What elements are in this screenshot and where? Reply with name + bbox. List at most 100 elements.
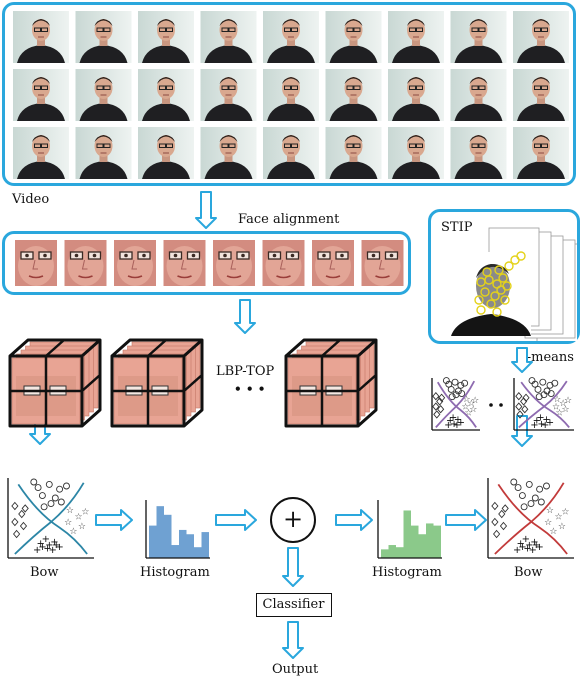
video-frame: [263, 69, 319, 121]
bow-star-marker: ☆: [463, 395, 471, 405]
histogram-bar: [171, 545, 179, 558]
video-frame: [138, 69, 194, 121]
bow-diamond-marker: [438, 393, 446, 402]
bow-star-marker: ☆: [74, 512, 82, 522]
bow-decision-boundary: [14, 482, 85, 555]
arrow-video-to-faces: [195, 191, 217, 229]
histogram-bar: [149, 525, 157, 558]
histogram-bar: [156, 506, 164, 558]
bow-plus-marker: +: [55, 542, 63, 553]
bow-star-marker: ☆: [562, 405, 570, 415]
arrow-faces-to-cubes: [234, 299, 256, 334]
bow-plus-marker: +: [530, 420, 538, 431]
bow-plus-marker: +: [546, 418, 554, 429]
stip-point: [500, 295, 510, 305]
fusion-node: +: [270, 497, 316, 543]
histogram-bar: [396, 547, 404, 558]
bow-circle-marker: [458, 390, 466, 398]
bow-circle-marker: [461, 379, 469, 387]
classifier-label: Classifier: [262, 597, 325, 612]
bow-diamond-marker: [432, 392, 440, 401]
bow-circle-marker: [540, 391, 548, 399]
k-means-label: K-means: [518, 350, 574, 365]
video-frame: [263, 127, 319, 179]
bow-star-marker: ☆: [549, 527, 557, 537]
bow-circle-marker: [38, 492, 46, 500]
video-frame: [513, 127, 569, 179]
bow-star-marker: ☆: [554, 512, 562, 522]
bow-star-marker: ☆: [556, 408, 564, 418]
video-frame: [388, 127, 444, 179]
bow-plus-marker: +: [525, 540, 533, 551]
lbp-top-label: LBP-TOP: [216, 364, 275, 379]
lbp-top-cube-1: [8, 338, 102, 428]
bow-decision-boundary: [518, 380, 568, 429]
stip-point: [494, 265, 504, 275]
aligned-face: [213, 240, 255, 286]
bow-circle-marker: [539, 378, 547, 386]
video-frame: [13, 11, 69, 63]
stip-point: [492, 307, 502, 317]
bow-circle-marker: [454, 387, 462, 395]
histogram-right: [377, 500, 442, 559]
bow-star-marker: ☆: [66, 506, 74, 516]
bow-star-marker: ☆: [558, 522, 566, 532]
stip-point: [476, 305, 486, 315]
histogram-bar: [381, 549, 389, 558]
stip-canvas: [451, 227, 577, 341]
face-alignment-label: Face alignment: [238, 212, 340, 227]
bow-plus-marker: +: [43, 543, 51, 554]
kmeans-dot: [499, 403, 503, 407]
bow-plus-marker: +: [530, 537, 538, 548]
bow-star-marker: ☆: [469, 405, 477, 415]
bow-decision-boundary: [17, 483, 88, 555]
bow-circle-marker: [534, 385, 542, 393]
bow-diamond-marker: [520, 397, 528, 406]
stip-point: [486, 299, 496, 309]
bow-plus-marker: +: [516, 539, 524, 550]
bow-plus-marker: +: [535, 542, 543, 553]
aligned-face: [64, 240, 107, 286]
stip-point: [474, 295, 484, 305]
bow-circle-marker: [536, 485, 544, 493]
kmeans-dot: [489, 403, 493, 407]
bow-plus-marker: +: [450, 419, 458, 430]
bow-plus-marker: +: [50, 537, 58, 548]
video-frame: [388, 11, 444, 63]
bow-circle-marker: [543, 482, 550, 490]
arrow-classifier-to-output: [282, 621, 304, 659]
bow-diamond-marker: [499, 521, 508, 531]
lbp-top-cube-2: [110, 338, 204, 428]
arrow-bow-to-histogram: [95, 509, 133, 531]
video-frame: [325, 69, 382, 121]
bow-decision-boundary: [497, 483, 568, 555]
bow-circle-marker: [537, 498, 545, 506]
histogram-bar: [194, 547, 202, 558]
aligned-face: [312, 240, 354, 286]
bow-star-marker: ☆: [462, 403, 470, 413]
kmeans-plot-1: ☆☆☆☆☆☆+++++++: [431, 377, 480, 431]
bow-star-marker: ☆: [564, 396, 572, 406]
bow-circle-marker: [525, 480, 533, 488]
bow-circle-marker: [30, 478, 38, 486]
video-frames-box: [2, 2, 576, 186]
lbp-top-cube-3: [284, 338, 378, 428]
histogram-bar: [411, 525, 419, 558]
bow-diamond-marker: [515, 402, 523, 411]
bow-plus-marker: +: [49, 545, 57, 556]
plus-symbol: +: [282, 505, 304, 533]
aligned-face: [114, 240, 156, 286]
bow-circle-marker: [63, 482, 70, 490]
arrow-fusion-to-classifier: [282, 547, 304, 587]
bow-circle-marker: [528, 377, 536, 385]
histogram-left: [145, 500, 210, 559]
bow-diamond-marker: [515, 392, 523, 401]
bow-plus-marker: +: [42, 534, 50, 545]
cube-ellipsis: • • •: [234, 382, 266, 396]
bow-decision-boundary: [435, 380, 476, 428]
bow-plus-marker: +: [542, 415, 550, 426]
output-label: Output: [272, 662, 319, 677]
bow-plot-left: ☆☆☆☆☆☆++++++++++: [7, 478, 94, 559]
bow-diamond-marker: [19, 521, 28, 531]
bow-circle-marker: [47, 500, 55, 508]
